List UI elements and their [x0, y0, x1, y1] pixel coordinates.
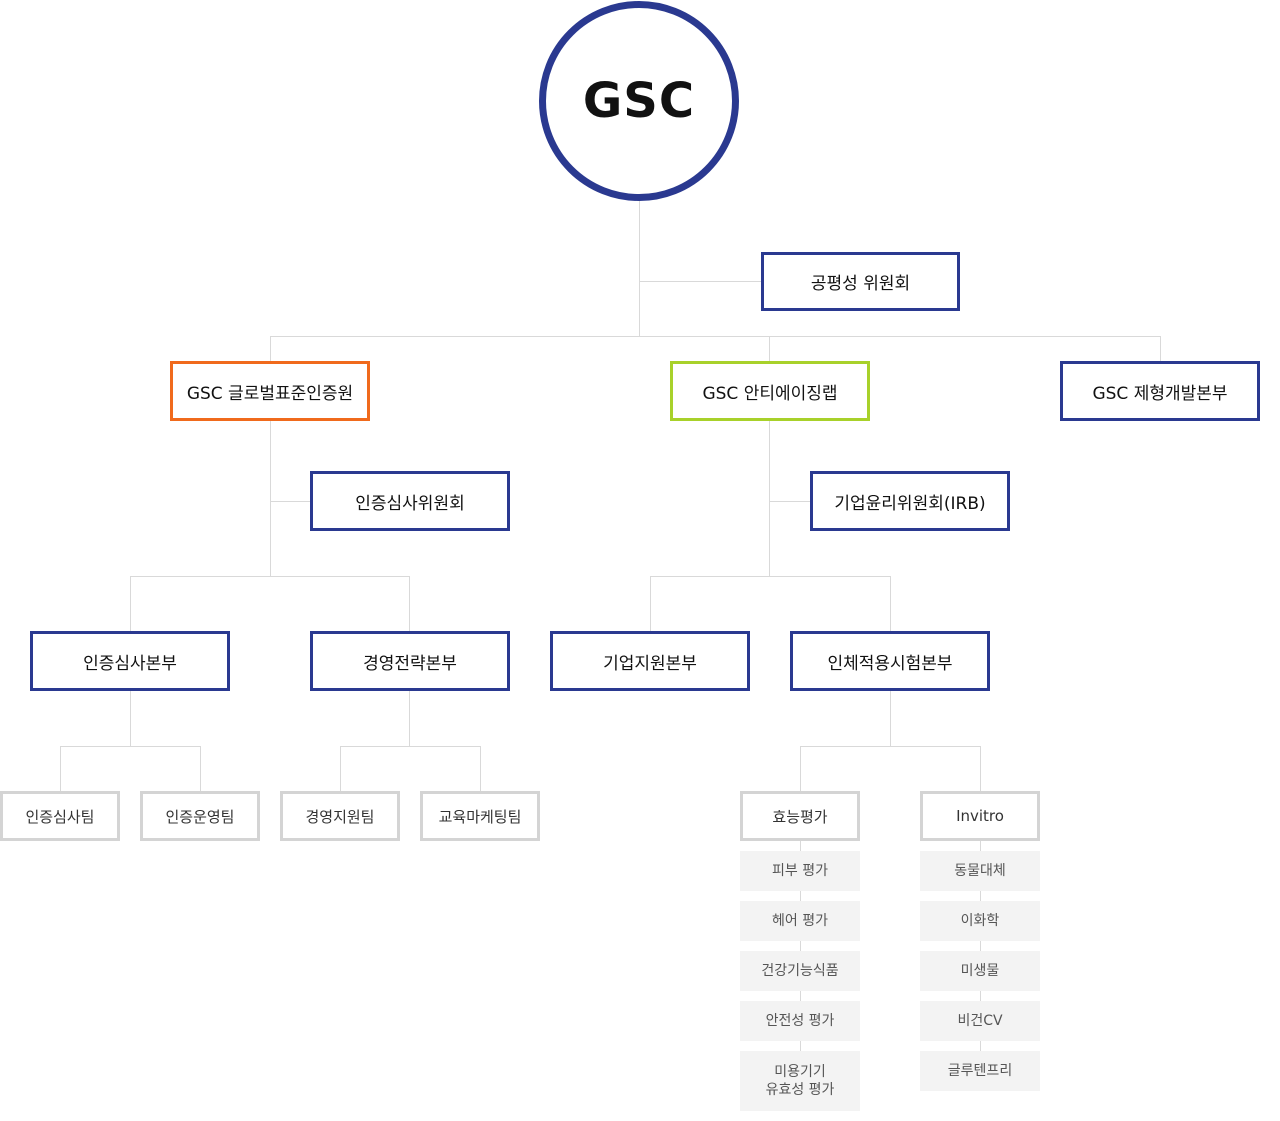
connector	[890, 576, 891, 632]
connector	[270, 420, 271, 576]
item-label: 미생물	[960, 963, 1000, 979]
hq-corporate-support: 기업지원본부	[550, 631, 750, 691]
group-efficacy-evaluation: 효능평가	[740, 791, 860, 841]
team-education-marketing: 교육마케팅팀	[420, 791, 540, 841]
committee-label: 인증심사위원회	[355, 493, 465, 514]
hq-human-application-testing: 인체적용시험본부	[790, 631, 990, 691]
fairness-committee-label: 공평성 위원회	[810, 274, 911, 294]
efficacy-item: 피부 평가	[740, 851, 860, 891]
invitro-item: 동물대체	[920, 851, 1040, 891]
connector	[480, 746, 481, 791]
irb-committee: 기업윤리위원회(IRB)	[810, 471, 1010, 531]
connector	[200, 746, 201, 791]
connector	[130, 576, 131, 632]
team-label: 경영지원팀	[305, 807, 375, 826]
connector	[130, 690, 131, 746]
root-node: GSC	[539, 1, 739, 201]
connector	[60, 746, 201, 747]
connector	[980, 840, 981, 1055]
invitro-item: 비건CV	[920, 1001, 1040, 1041]
certification-review-committee: 인증심사위원회	[310, 471, 510, 531]
root-label: GSC	[582, 73, 696, 129]
item-label: 글루텐프리	[947, 1063, 1013, 1079]
division-formulation-development: GSC 제형개발본부	[1060, 361, 1260, 421]
division-anti-aging-lab: GSC 안티에이징랩	[670, 361, 870, 421]
connector	[769, 420, 770, 576]
item-label: 헤어 평가	[772, 913, 828, 929]
efficacy-item: 헤어 평가	[740, 901, 860, 941]
connector	[650, 576, 891, 577]
hq-label: 기업지원본부	[603, 653, 697, 674]
item-label: 비건CV	[957, 1013, 1003, 1029]
hq-label: 인증심사본부	[83, 653, 177, 674]
invitro-item: 글루텐프리	[920, 1051, 1040, 1091]
team-label: 인증운영팀	[165, 807, 235, 826]
connector	[650, 576, 651, 632]
connector	[130, 576, 410, 577]
connector	[800, 746, 981, 747]
division-global-standard-certification: GSC 글로벌표준인증원	[170, 361, 370, 421]
hq-management-strategy: 경영전략본부	[310, 631, 510, 691]
invitro-item: 미생물	[920, 951, 1040, 991]
division-label: GSC 제형개발본부	[1092, 383, 1228, 404]
team-label: 인증심사팀	[25, 807, 95, 826]
team-certification-operation: 인증운영팀	[140, 791, 260, 841]
connector	[769, 336, 770, 361]
connector	[890, 690, 891, 746]
item-label: 피부 평가	[772, 863, 828, 879]
connector	[340, 746, 341, 791]
group-invitro: Invitro	[920, 791, 1040, 841]
efficacy-item: 건강기능식품	[740, 951, 860, 991]
hq-label: 경영전략본부	[363, 653, 457, 674]
team-certification-review: 인증심사팀	[0, 791, 120, 841]
division-label: GSC 안티에이징랩	[702, 383, 838, 404]
invitro-item: 이화학	[920, 901, 1040, 941]
connector	[800, 840, 801, 1055]
efficacy-item: 안전성 평가	[740, 1001, 860, 1041]
hq-certification-review: 인증심사본부	[30, 631, 230, 691]
item-label: 안전성 평가	[765, 1013, 835, 1029]
connector	[639, 281, 761, 282]
division-label: GSC 글로벌표준인증원	[186, 383, 354, 404]
connector	[270, 501, 311, 502]
connector	[980, 746, 981, 791]
efficacy-item: 미용기기 유효성 평가	[740, 1051, 860, 1111]
connector	[769, 501, 810, 502]
item-label-line2: 유효성 평가	[765, 1082, 835, 1098]
connector	[409, 690, 410, 746]
item-label: 동물대체	[954, 863, 1006, 879]
connector	[340, 746, 481, 747]
connector	[1160, 336, 1161, 361]
item-label-line1: 미용기기	[774, 1064, 826, 1080]
connector	[60, 746, 61, 791]
connector	[270, 336, 1161, 337]
connector	[270, 336, 271, 361]
connector	[409, 576, 410, 632]
connector	[639, 200, 640, 336]
committee-label: 기업윤리위원회(IRB)	[834, 493, 986, 514]
item-label: 이화학	[960, 913, 1000, 929]
item-label: 건강기능식품	[761, 963, 839, 979]
connector	[800, 746, 801, 791]
hq-label: 인체적용시험본부	[827, 653, 953, 674]
team-management-support: 경영지원팀	[280, 791, 400, 841]
team-label: 교육마케팅팀	[438, 807, 522, 826]
group-label: 효능평가	[772, 807, 828, 826]
group-label: Invitro	[956, 807, 1004, 825]
fairness-committee-box: 공평성 위원회	[761, 252, 960, 311]
